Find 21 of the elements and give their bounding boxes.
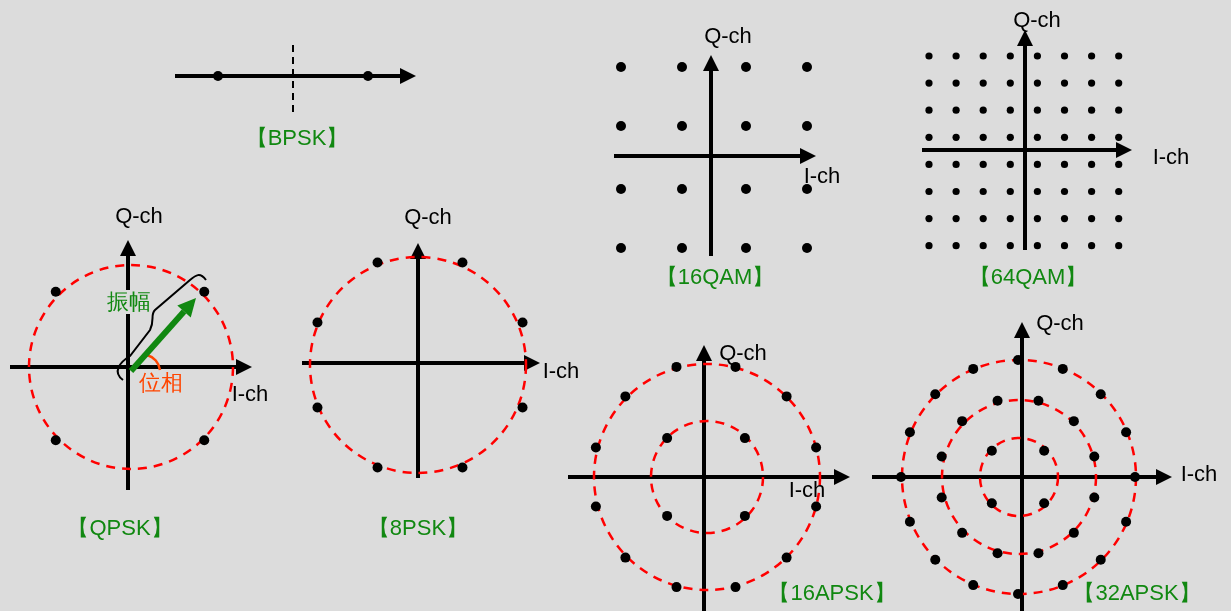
axis-label: Q-ch <box>1013 8 1061 32</box>
scheme-title: 【16QAM】 <box>655 265 775 289</box>
axis-label: Q-ch <box>719 341 767 365</box>
axis-label: I-ch <box>1180 462 1218 486</box>
scheme-title: 【8PSK】 <box>367 516 469 540</box>
scheme-title: 【64QAM】 <box>968 265 1088 289</box>
axis-label: I-ch <box>1152 145 1190 169</box>
axis-label: Q-ch <box>115 204 163 228</box>
axis-label: Q-ch <box>1036 311 1084 335</box>
axis-label: I-ch <box>803 164 841 188</box>
scheme-title: 【32APSK】 <box>1073 581 1201 605</box>
scheme-title: 【BPSK】 <box>245 126 349 150</box>
axis-label: Q-ch <box>404 205 452 229</box>
axis-label: I-ch <box>542 359 580 383</box>
axis-label: I-ch <box>788 478 826 502</box>
axis-label: I-ch <box>231 382 269 406</box>
scheme-title: 【16APSK】 <box>768 581 896 605</box>
scheme-title: 【QPSK】 <box>67 516 173 540</box>
axis-label: Q-ch <box>704 24 752 48</box>
amplitude-label: 振幅 <box>107 290 151 314</box>
phase-label: 位相 <box>139 371 183 395</box>
